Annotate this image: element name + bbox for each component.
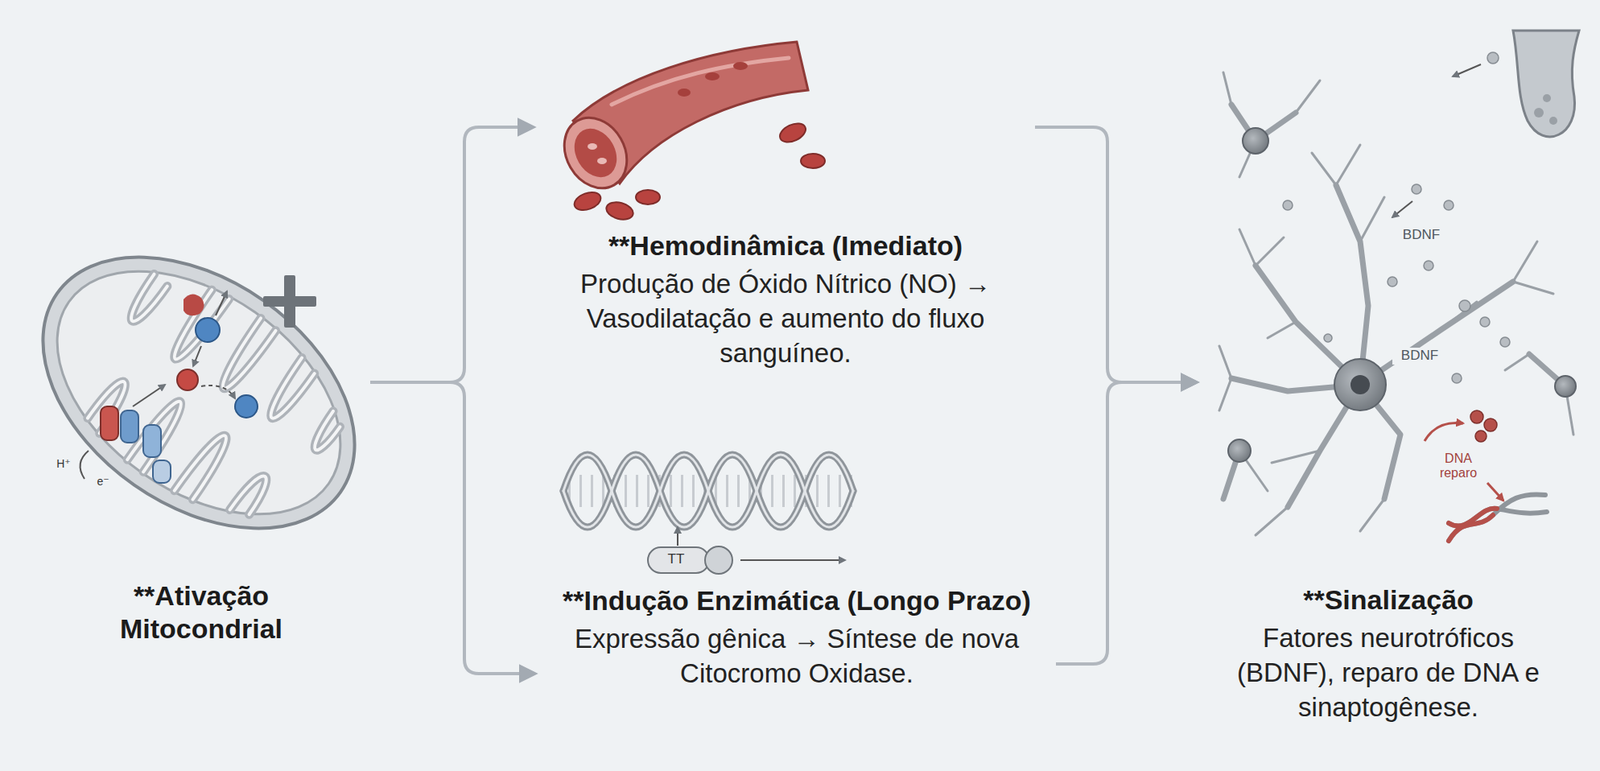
flow-connector (1055, 382, 1193, 664)
stage-node: **Ativação Mitocondrial (32, 241, 371, 652)
illustration-label: H⁺ (49, 457, 78, 471)
node-body: Produção de Óxido Nítrico (NO) → Vasodil… (536, 267, 1036, 372)
illustration-label: e⁻ (90, 474, 116, 489)
flow-connector (370, 127, 530, 383)
flow-connector (1035, 127, 1193, 383)
stage-node: **Indução Enzimática (Longo Prazo) Expres… (537, 579, 1056, 697)
illustration-label: BDNF (1393, 226, 1449, 244)
flow-connector (370, 382, 532, 674)
node-heading: **Indução Enzimática (Longo Prazo) (537, 584, 1056, 618)
node-body: Expressão gênica → Síntese de nova Citoc… (537, 622, 1056, 692)
illustration-label: TT (658, 551, 694, 569)
stage-node: **Hemodinâmica (Imediato) Produção de Óxi… (536, 112, 1036, 376)
stage-node: **SinalizaçãoFatores neurotróficos (BDNF… (1199, 241, 1578, 730)
node-heading: **Sinalização (1199, 583, 1578, 617)
node-heading: **Ativação Mitocondrial (96, 579, 306, 647)
illustration-label: DNA reparo (1430, 450, 1486, 481)
illustration-label: BDNF (1392, 347, 1448, 365)
node-body: Fatores neurotróficos (BDNF), reparo de … (1219, 621, 1558, 726)
node-heading: **Hemodinâmica (Imediato) (536, 229, 1036, 263)
